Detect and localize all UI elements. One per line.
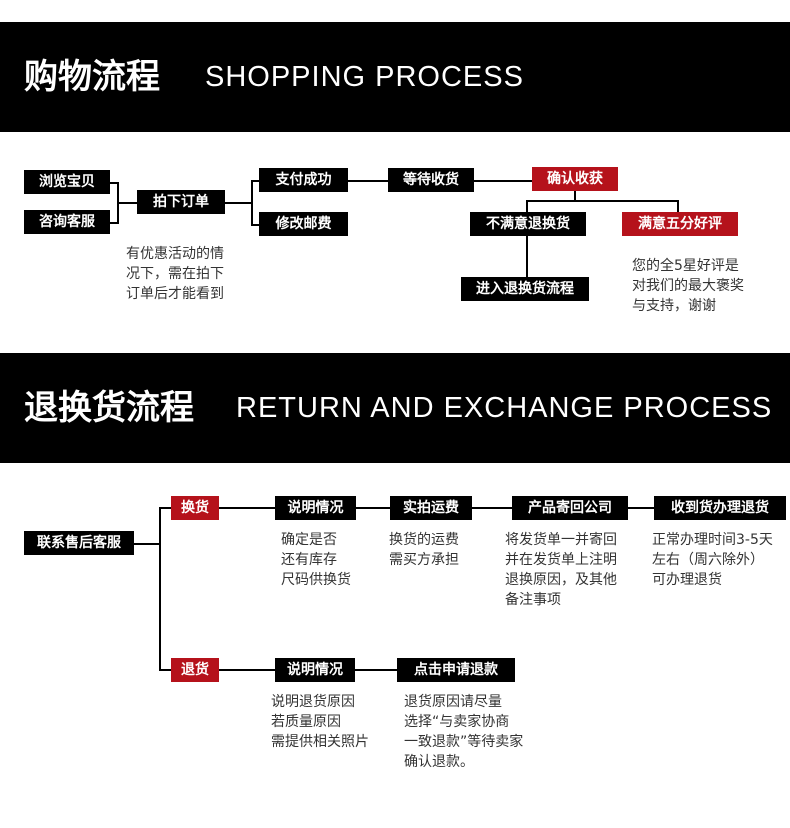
connector (526, 236, 528, 278)
connector (134, 543, 160, 545)
connector (224, 202, 252, 204)
return-process-title-cn: 退换货流程 (24, 388, 194, 428)
order-note: 有优惠活动的情 况下，需在拍下 订单后才能看到 (126, 246, 224, 302)
enter-return-process-box: 进入退换货流程 (461, 277, 589, 301)
modify-shipping-box: 修改邮费 (259, 212, 348, 236)
confirm-receipt-box: 确认收获 (532, 167, 618, 191)
return-process-banner: 退换货流程 RETURN AND EXCHANGE PROCESS (0, 353, 790, 463)
connector (159, 507, 161, 671)
connector (117, 202, 137, 204)
connector (251, 180, 253, 226)
shopping-process-title-cn: 购物流程 (24, 57, 160, 97)
refund-box: 退货 (171, 658, 219, 682)
receive-process-return-box: 收到货办理退货 (654, 496, 786, 520)
connector (526, 200, 528, 212)
connector (108, 182, 118, 184)
apply-refund-note: 退货原因请尽量 选择“与卖家协商 一致退款”等待卖家 确认退款。 (404, 694, 524, 770)
connector (355, 669, 397, 671)
exchange-box: 换货 (171, 496, 219, 520)
connector (219, 507, 275, 509)
send-back-box: 产品寄回公司 (512, 496, 628, 520)
payment-success-box: 支付成功 (259, 168, 348, 192)
contact-after-sales-box: 联系售后客服 (24, 531, 134, 555)
apply-refund-box: 点击申请退款 (397, 658, 515, 682)
receive-note: 正常办理时间3-5天 左右（周六除外） 可办理退货 (652, 532, 773, 588)
connector (677, 200, 679, 212)
connector (526, 200, 678, 202)
connector (474, 180, 532, 182)
photo-shipping-box: 实拍运费 (390, 496, 472, 520)
connector (628, 507, 654, 509)
connector (219, 669, 275, 671)
connector (472, 507, 512, 509)
place-order-box: 拍下订单 (137, 190, 225, 214)
rating-note: 您的全5星好评是 对我们的最大褒奖 与支持，谢谢 (632, 258, 744, 314)
send-back-note: 将发货单一并寄回 并在发货单上注明 退换原因，及其他 备注事项 (505, 532, 617, 608)
connector (159, 507, 171, 509)
explain-refund-note: 说明退货原因 若质量原因 需提供相关照片 (271, 694, 369, 750)
connector (159, 669, 171, 671)
shopping-process-banner: 购物流程 SHOPPING PROCESS (0, 22, 790, 132)
unsatisfied-return-box: 不满意退换货 (470, 212, 586, 236)
photo-shipping-note: 换货的运费 需买方承担 (389, 532, 459, 568)
connector (251, 180, 261, 182)
connector (108, 222, 118, 224)
shopping-process-title-en: SHOPPING PROCESS (205, 61, 524, 93)
satisfied-rating-box: 满意五分好评 (622, 212, 738, 236)
browse-item-box: 浏览宝贝 (24, 170, 110, 194)
consult-service-box: 咨询客服 (24, 210, 110, 234)
connector (348, 180, 388, 182)
explain-situation-exchange-box: 说明情况 (275, 496, 356, 520)
explain-situation-refund-box: 说明情况 (275, 658, 355, 682)
return-process-title-en: RETURN AND EXCHANGE PROCESS (236, 392, 773, 424)
wait-delivery-box: 等待收货 (388, 168, 474, 192)
connector (574, 191, 576, 201)
explain-exchange-note: 确定是否 还有库存 尺码供换货 (281, 532, 351, 588)
connector (251, 224, 261, 226)
connector (356, 507, 390, 509)
